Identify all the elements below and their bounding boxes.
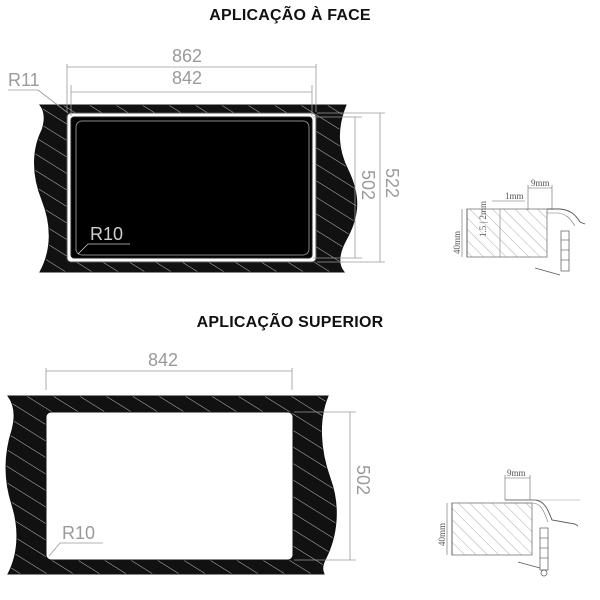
detail-face-thickness: 1.5 | 2mm: [478, 201, 488, 237]
face-detail-section: 9mm 1mm 1.5 | 2mm 40mm: [452, 178, 586, 276]
detail-face-lip: 9mm: [531, 178, 550, 188]
detail-face-depth: 40mm: [452, 231, 462, 254]
title-face-mount: APLICAÇÃO À FACE: [209, 7, 371, 24]
label-corner-r11: R11: [8, 70, 40, 90]
top-mount-drawing: 842 502 R10: [5, 350, 373, 575]
top-detail-section: 9mm 40mm: [437, 468, 580, 577]
dim-face-outer-height: 522: [382, 168, 402, 198]
dim-face-inner-height: 502: [358, 170, 378, 200]
detail-top-depth: 40mm: [437, 523, 447, 546]
title-top-mount: APLICAÇÃO SUPERIOR: [196, 314, 384, 331]
dim-top-width: 842: [148, 350, 178, 370]
top-cutout: [45, 411, 294, 561]
face-mount-drawing: 862 842 502 522 R11 R10: [8, 46, 402, 273]
face-basin: [75, 120, 310, 256]
label-corner-r10-face: R10: [90, 224, 123, 244]
dim-face-inner-width: 842: [172, 68, 202, 88]
label-corner-r10-top: R10: [62, 523, 95, 543]
detail-top-lip: 9mm: [507, 468, 526, 478]
detail-face-gap: 1mm: [505, 191, 524, 201]
dim-face-outer-width: 862: [172, 46, 202, 66]
dim-top-height: 502: [353, 465, 373, 495]
